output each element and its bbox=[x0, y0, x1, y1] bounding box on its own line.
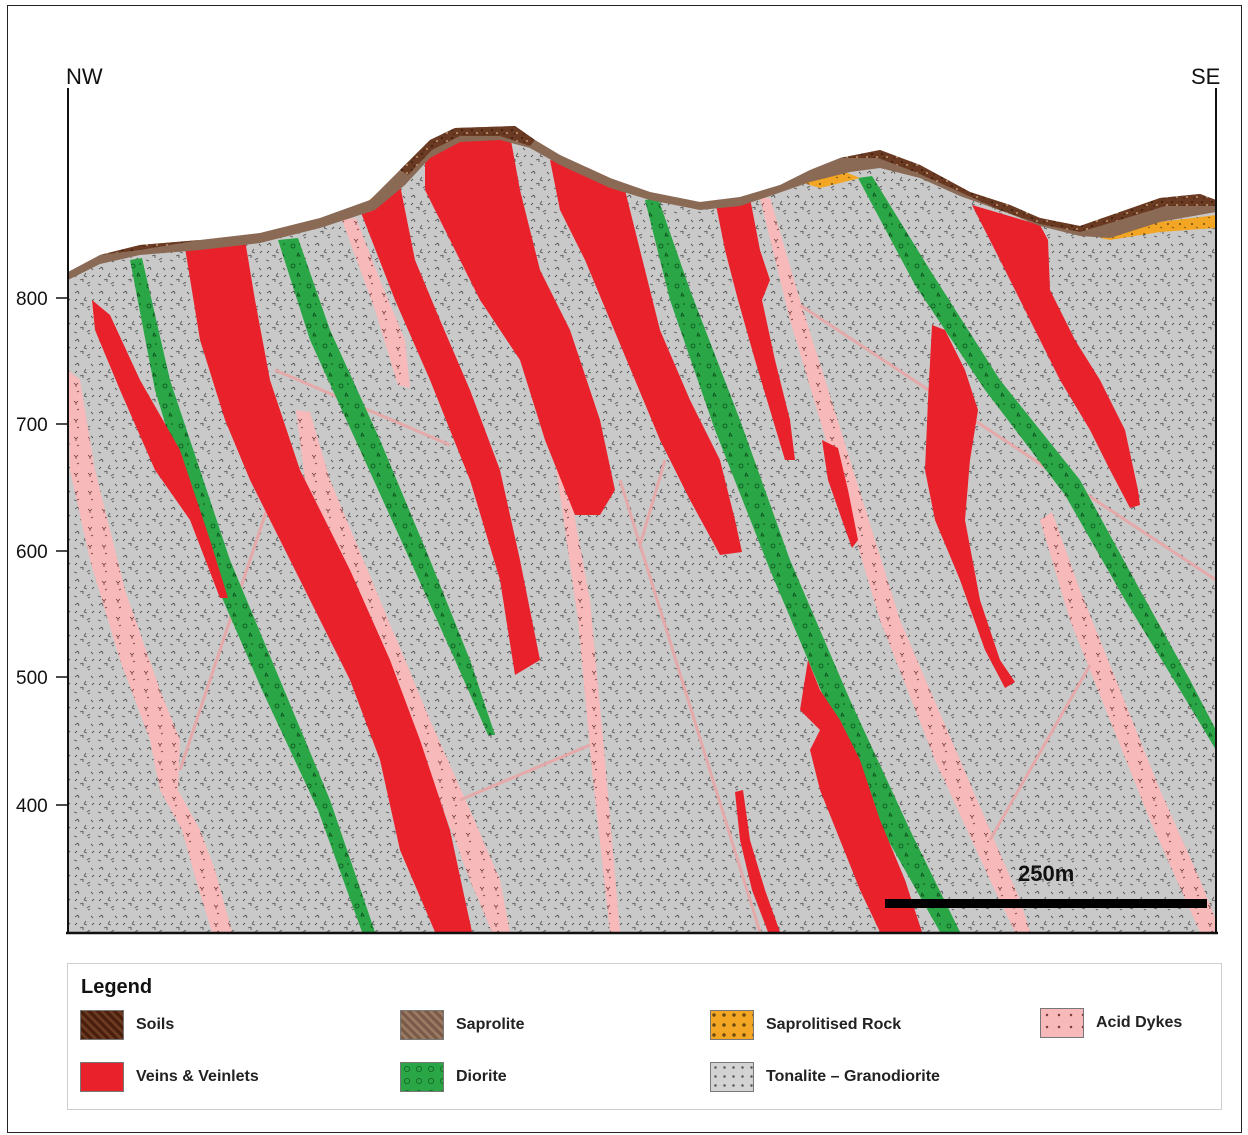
legend-item-saprolitised-rock: Saprolitised Rock bbox=[710, 1008, 901, 1042]
legend-item-saprolite: Saprolite bbox=[400, 1008, 524, 1042]
diorite-dyke bbox=[858, 176, 1216, 750]
legend-box: Legend Soils Saprolite Saprolitised Rock… bbox=[67, 963, 1222, 1110]
legend-label: Saprolite bbox=[456, 1016, 525, 1033]
legend-item-acid-dykes: Acid Dykes bbox=[1040, 1006, 1182, 1040]
legend-label: Saprolitised Rock bbox=[766, 1016, 902, 1033]
acid-dyke bbox=[1040, 512, 1216, 932]
y-tick-label: 800 bbox=[16, 289, 48, 310]
vein bbox=[735, 790, 780, 932]
acid-dykes-swatch bbox=[1040, 1008, 1084, 1038]
acid-dyke bbox=[760, 198, 1030, 932]
saprolitised-rock-swatch bbox=[710, 1010, 754, 1040]
vein bbox=[425, 132, 615, 515]
legend-label: Veins & Veinlets bbox=[136, 1068, 259, 1085]
cross-section: 800 700 600 500 400 NW SE 250m bbox=[16, 64, 1220, 935]
vein bbox=[715, 198, 795, 460]
y-tick-label: 400 bbox=[16, 796, 48, 817]
y-tick-label: 700 bbox=[16, 415, 48, 436]
acid-dyke bbox=[68, 370, 232, 932]
scale-bar bbox=[885, 899, 1207, 908]
vein bbox=[92, 300, 228, 598]
saprolitised-rock-layer bbox=[360, 170, 1216, 240]
diorite-dyke bbox=[645, 198, 960, 932]
vein bbox=[360, 185, 540, 675]
diorite-swatch bbox=[400, 1062, 444, 1092]
vein bbox=[972, 205, 1140, 508]
legend-item-tonalite: Tonalite – Granodiorite bbox=[710, 1060, 940, 1094]
se-label: SE bbox=[1191, 64, 1220, 89]
tonalite-swatch bbox=[710, 1062, 754, 1092]
thin-veinlets bbox=[178, 303, 1216, 932]
vein bbox=[822, 440, 858, 548]
legend-item-diorite: Diorite bbox=[400, 1060, 507, 1094]
y-axis-tick-marks bbox=[56, 297, 68, 806]
vein bbox=[925, 325, 1015, 688]
diorite-dyke bbox=[130, 258, 375, 932]
legend-label: Diorite bbox=[456, 1068, 507, 1085]
legend-item-veins: Veins & Veinlets bbox=[80, 1060, 259, 1094]
legend-label: Tonalite – Granodiorite bbox=[766, 1068, 940, 1085]
legend-title: Legend bbox=[81, 976, 153, 998]
legend-label: Acid Dykes bbox=[1096, 1014, 1183, 1031]
y-tick-label: 600 bbox=[16, 542, 48, 563]
legend-label: Soils bbox=[136, 1016, 175, 1033]
acid-dyke bbox=[555, 460, 620, 932]
legend-item-soils: Soils bbox=[80, 1008, 174, 1042]
y-tick-label: 500 bbox=[16, 668, 48, 689]
nw-label: NW bbox=[66, 64, 103, 89]
figure-frame bbox=[7, 5, 1242, 1133]
diorite-dyke bbox=[278, 238, 495, 735]
vein bbox=[800, 660, 922, 932]
soils-swatch bbox=[80, 1010, 124, 1040]
acid-dyke bbox=[342, 218, 410, 388]
vein bbox=[550, 160, 742, 555]
acid-dyke bbox=[296, 410, 510, 932]
veins-swatch bbox=[80, 1062, 124, 1092]
vein bbox=[185, 240, 472, 932]
scale-bar-label: 250m bbox=[1018, 861, 1074, 886]
saprolite-swatch bbox=[400, 1010, 444, 1040]
